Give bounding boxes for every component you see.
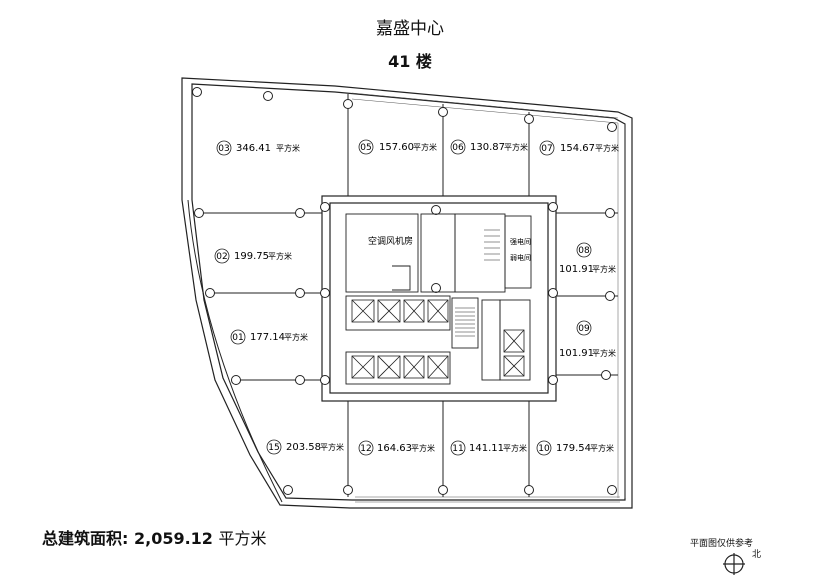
total-area: 总建筑面积: 2,059.12 平方米 [42, 525, 267, 549]
room-number: 09 [578, 324, 590, 334]
stairs [455, 229, 500, 337]
floor-number: 41 [388, 52, 411, 71]
room-03: 03 346.41 平方米 [216, 140, 300, 156]
weak-room-label: 弱电间 [510, 253, 531, 262]
room-number: 08 [578, 246, 590, 256]
room-08: 08 101.91 平方米 [559, 242, 616, 275]
core-outline [321, 195, 557, 402]
room-unit: 平方米 [592, 348, 616, 358]
room-number: 12 [360, 444, 371, 454]
room-area: 199.75 [234, 251, 269, 262]
room-unit: 平方米 [595, 143, 619, 153]
columns [192, 87, 617, 495]
room-unit: 平方米 [284, 332, 308, 342]
elevators [351, 299, 525, 379]
room-15: 15 203.58 平方米 [266, 439, 344, 455]
room-05: 05 157.60 平方米 [358, 139, 437, 155]
room-07: 07 154.67 平方米 [539, 140, 619, 156]
room-unit: 平方米 [413, 142, 437, 152]
outer-shell [181, 77, 633, 509]
room-unit: 平方米 [590, 443, 614, 453]
compass-icon [723, 553, 745, 575]
room-unit: 平方米 [268, 251, 292, 261]
room-06: 06 130.87 平方米 [450, 139, 528, 155]
room-01: 01 177.14 平方米 [230, 329, 308, 345]
total-area-unit: 平方米 [218, 529, 267, 548]
curtain-wall-hatch [351, 92, 626, 503]
room-number: 03 [218, 144, 229, 154]
room-number: 01 [232, 333, 243, 343]
room-02: 02 199.75 平方米 [214, 248, 292, 264]
room-number: 06 [452, 143, 464, 153]
elec-room-label: 强电间 [510, 237, 531, 246]
room-labels: 03 346.41 平方米 05 157.60 平方米 06 130.87 平方… [214, 139, 619, 456]
core-interior [345, 213, 532, 385]
room-area: 203.58 [286, 442, 321, 453]
room-area: 164.63 [377, 443, 412, 454]
room-11: 11 141.11 平方米 [450, 440, 527, 456]
north-label: 北 [752, 550, 762, 560]
room-12: 12 164.63 平方米 [358, 440, 435, 456]
room-number: 10 [538, 444, 550, 454]
ac-room-label: 空调风机房 [368, 235, 413, 247]
room-number: 07 [541, 144, 552, 154]
total-area-label: 总建筑面积: [42, 529, 129, 548]
room-area: 179.54 [556, 443, 591, 454]
room-unit: 平方米 [592, 264, 616, 274]
room-unit: 平方米 [504, 142, 528, 152]
partitions [196, 94, 618, 497]
room-area: 154.67 [560, 143, 595, 154]
room-area: 101.91 [559, 264, 594, 275]
room-10: 10 179.54 平方米 [536, 440, 614, 456]
total-area-value: 2,059.12 [133, 529, 213, 548]
room-area: 177.14 [250, 332, 285, 343]
room-number: 11 [452, 444, 463, 454]
room-number: 05 [360, 143, 371, 153]
page-title: 嘉盛中心 [376, 19, 444, 39]
room-area: 101.91 [559, 348, 594, 359]
room-area: 346.41 [236, 143, 271, 154]
room-09: 09 101.91 平方米 [559, 320, 616, 359]
room-area: 130.87 [470, 142, 505, 153]
room-area: 157.60 [379, 142, 414, 153]
west-curve [187, 199, 283, 503]
room-number: 02 [216, 252, 227, 262]
room-number: 15 [268, 443, 279, 453]
reference-note: 平面图仅供参考 [690, 539, 754, 549]
floor-suffix: 楼 [415, 52, 432, 71]
room-unit: 平方米 [276, 143, 300, 153]
floor-title: 41 楼 [0, 48, 820, 72]
room-unit: 平方米 [411, 443, 435, 453]
room-area: 141.11 [469, 443, 504, 454]
room-unit: 平方米 [320, 442, 344, 452]
room-unit: 平方米 [503, 443, 527, 453]
